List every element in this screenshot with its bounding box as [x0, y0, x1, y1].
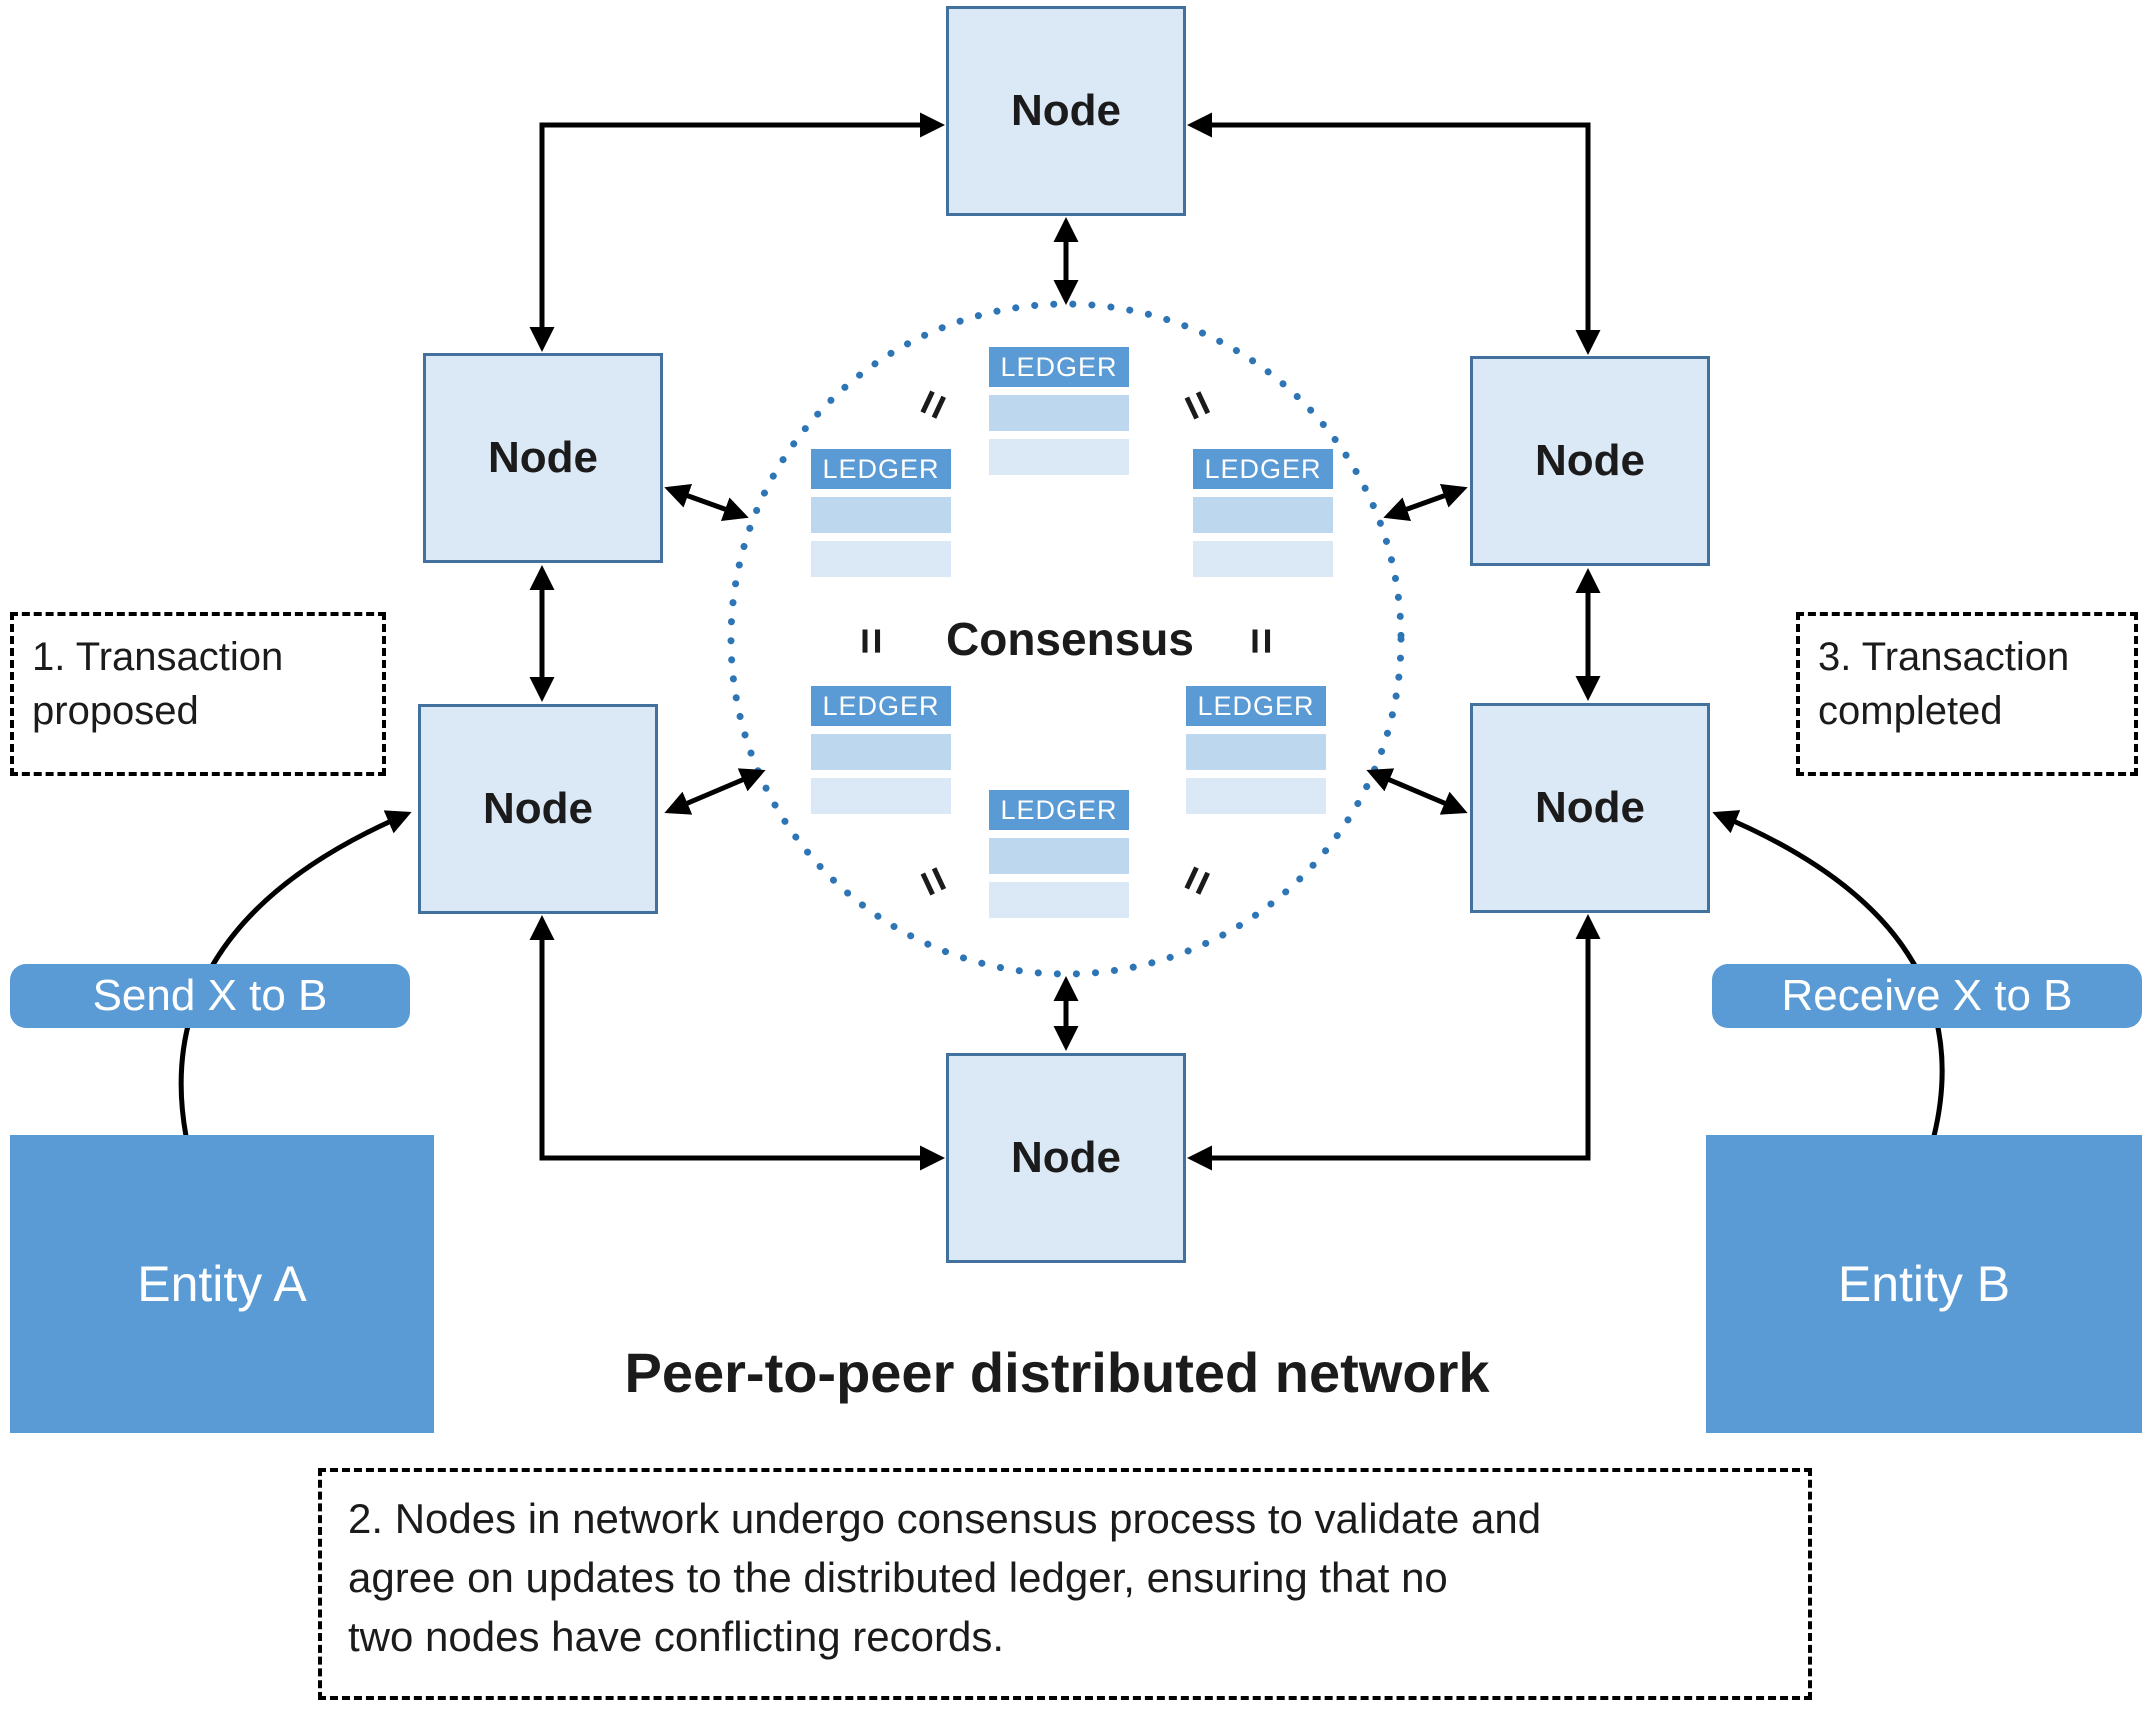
consensus-label: Consensus — [946, 613, 1194, 665]
ledger-table-bottom: LEDGER — [989, 790, 1129, 918]
node-box-left-lower: Node — [418, 704, 658, 914]
node-box-right-upper: Node — [1470, 356, 1710, 566]
node-box-top: Node — [946, 6, 1186, 216]
arrow-leftlower-circle — [664, 768, 766, 815]
ledger-row — [1193, 541, 1333, 577]
equals-mark: = — [846, 627, 898, 655]
ledger-table-right: LEDGER — [1193, 449, 1333, 577]
ledger-table-lower-right: LEDGER — [1186, 686, 1326, 814]
ledger-row — [989, 882, 1129, 918]
ledger-row — [989, 439, 1129, 475]
ledger-row — [989, 838, 1129, 874]
node-box-left-upper: Node — [423, 353, 663, 563]
diagram-title: Peer-to-peer distributed network — [624, 1341, 1490, 1404]
ledger-table-lower-left: LEDGER — [811, 686, 951, 814]
ledger-table-left: LEDGER — [811, 449, 951, 577]
arrow-entity-a-to-node — [178, 810, 412, 1137]
ledger-header: LEDGER — [989, 347, 1129, 387]
equals-mark: = — [1236, 627, 1288, 655]
entity-b-box: Entity B — [1706, 1135, 2142, 1433]
ledger-header: LEDGER — [811, 686, 951, 726]
step3-annotation: 3. Transaction completed — [1796, 612, 2138, 776]
arrow-topright-ring — [1187, 112, 1601, 355]
arrow-rightupper-circle — [1383, 484, 1468, 521]
arrow-bottomleft-ring — [529, 915, 945, 1171]
node-label: Node — [1011, 1133, 1121, 1182]
entity-a-label: Entity A — [137, 1256, 307, 1312]
ledger-row — [1186, 734, 1326, 770]
arrow-leftupper-circle — [664, 484, 749, 521]
ledger-header: LEDGER — [811, 449, 951, 489]
node-box-right-lower: Node — [1470, 703, 1710, 913]
ledger-row — [811, 541, 951, 577]
node-label: Node — [488, 433, 598, 482]
arrow-rightlower-circle — [1366, 768, 1468, 815]
ledger-header: LEDGER — [989, 790, 1129, 830]
arrow-topleft-ring — [529, 112, 945, 352]
node-label: Node — [483, 784, 593, 833]
node-label: Node — [1011, 86, 1121, 135]
ledger-row — [1193, 497, 1333, 533]
send-transaction-label: Send X to B — [10, 964, 410, 1028]
arrow-bottomright-ring — [1187, 914, 1601, 1171]
arrow-entity-b-to-node — [1712, 810, 1945, 1137]
ledger-row — [811, 497, 951, 533]
entity-b-label: Entity B — [1837, 1256, 2011, 1312]
ledger-row — [989, 395, 1129, 431]
ledger-row — [811, 734, 951, 770]
step2-annotation: 2. Nodes in network undergo consensus pr… — [318, 1468, 1812, 1700]
ledger-row — [1186, 778, 1326, 814]
ledger-header: LEDGER — [1193, 449, 1333, 489]
ledger-table-top: LEDGER — [989, 347, 1129, 475]
step1-annotation: 1. Transaction proposed — [10, 612, 386, 776]
receive-transaction-label: Receive X to B — [1712, 964, 2142, 1028]
ledger-header: LEDGER — [1186, 686, 1326, 726]
node-label: Node — [1535, 436, 1645, 485]
node-label: Node — [1535, 783, 1645, 832]
entity-a-box: Entity A — [10, 1135, 434, 1433]
ledger-row — [811, 778, 951, 814]
node-box-bottom: Node — [946, 1053, 1186, 1263]
